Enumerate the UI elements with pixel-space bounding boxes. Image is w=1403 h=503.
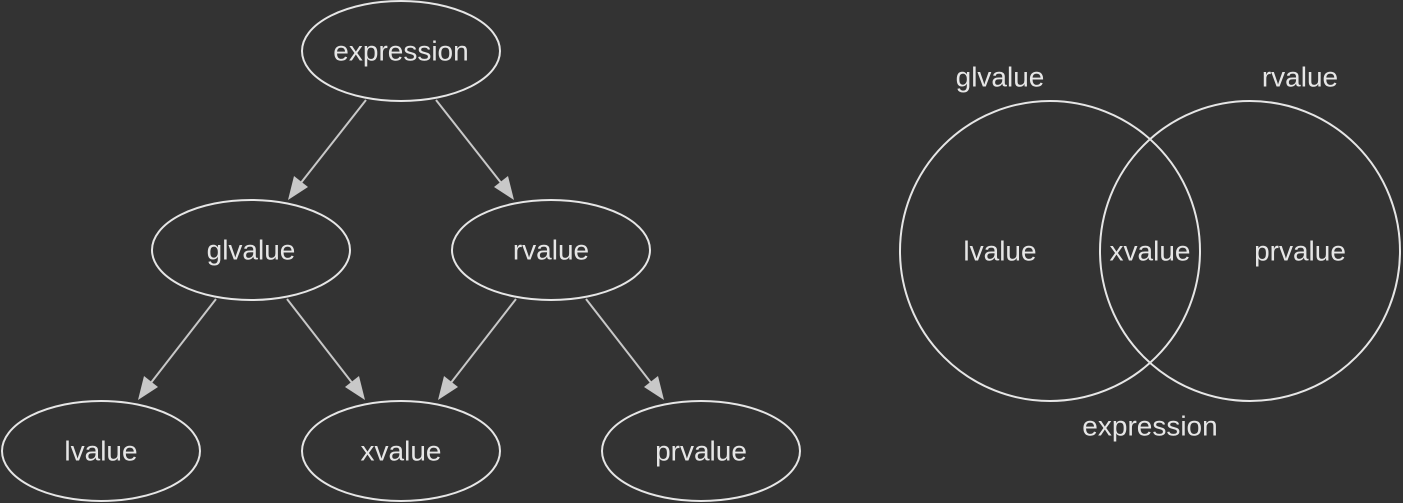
tree-node-lvalue: lvalue xyxy=(1,400,201,502)
node-ellipse xyxy=(451,199,651,301)
node-label-xvalue: xvalue xyxy=(361,436,442,467)
node-ellipse xyxy=(151,199,351,301)
venn-circle-rvalue xyxy=(1099,100,1401,402)
edge-glvalue-xvalue xyxy=(286,298,365,400)
tree-node-expression: expression xyxy=(301,0,501,102)
venn-diagram: glvalue rvalue lvalue xvalue prvalue exp… xyxy=(899,62,1401,442)
node-label-lvalue: lvalue xyxy=(64,436,137,467)
edge-expression-glvalue xyxy=(288,99,367,200)
tree-node-xvalue: xvalue xyxy=(301,400,501,502)
venn-circle-glvalue xyxy=(899,100,1201,402)
edge-glvalue-lvalue xyxy=(138,298,217,400)
venn-set-label-glvalue: glvalue xyxy=(956,62,1045,93)
node-label-prvalue: prvalue xyxy=(655,436,747,467)
venn-set-label-rvalue: rvalue xyxy=(1262,62,1338,93)
tree-node-prvalue: prvalue xyxy=(601,400,801,502)
node-ellipse xyxy=(1,400,201,502)
node-label-glvalue: glvalue xyxy=(207,235,296,266)
edge-expression-rvalue xyxy=(435,99,514,200)
venn-region-lvalue: lvalue xyxy=(963,236,1036,267)
tree-edges xyxy=(138,99,664,400)
tree-node-glvalue: glvalue xyxy=(151,199,351,301)
venn-region-prvalue: prvalue xyxy=(1254,236,1346,267)
edge-rvalue-xvalue xyxy=(438,298,517,400)
node-label-expression: expression xyxy=(333,36,468,67)
venn-union-label-expression: expression xyxy=(1082,411,1217,442)
tree-node-rvalue: rvalue xyxy=(451,199,651,301)
node-ellipse xyxy=(301,400,501,502)
edge-rvalue-prvalue xyxy=(585,298,664,400)
node-ellipse xyxy=(601,400,801,502)
venn-region-xvalue: xvalue xyxy=(1110,236,1191,267)
node-label-rvalue: rvalue xyxy=(513,235,589,266)
node-ellipse xyxy=(301,0,501,102)
